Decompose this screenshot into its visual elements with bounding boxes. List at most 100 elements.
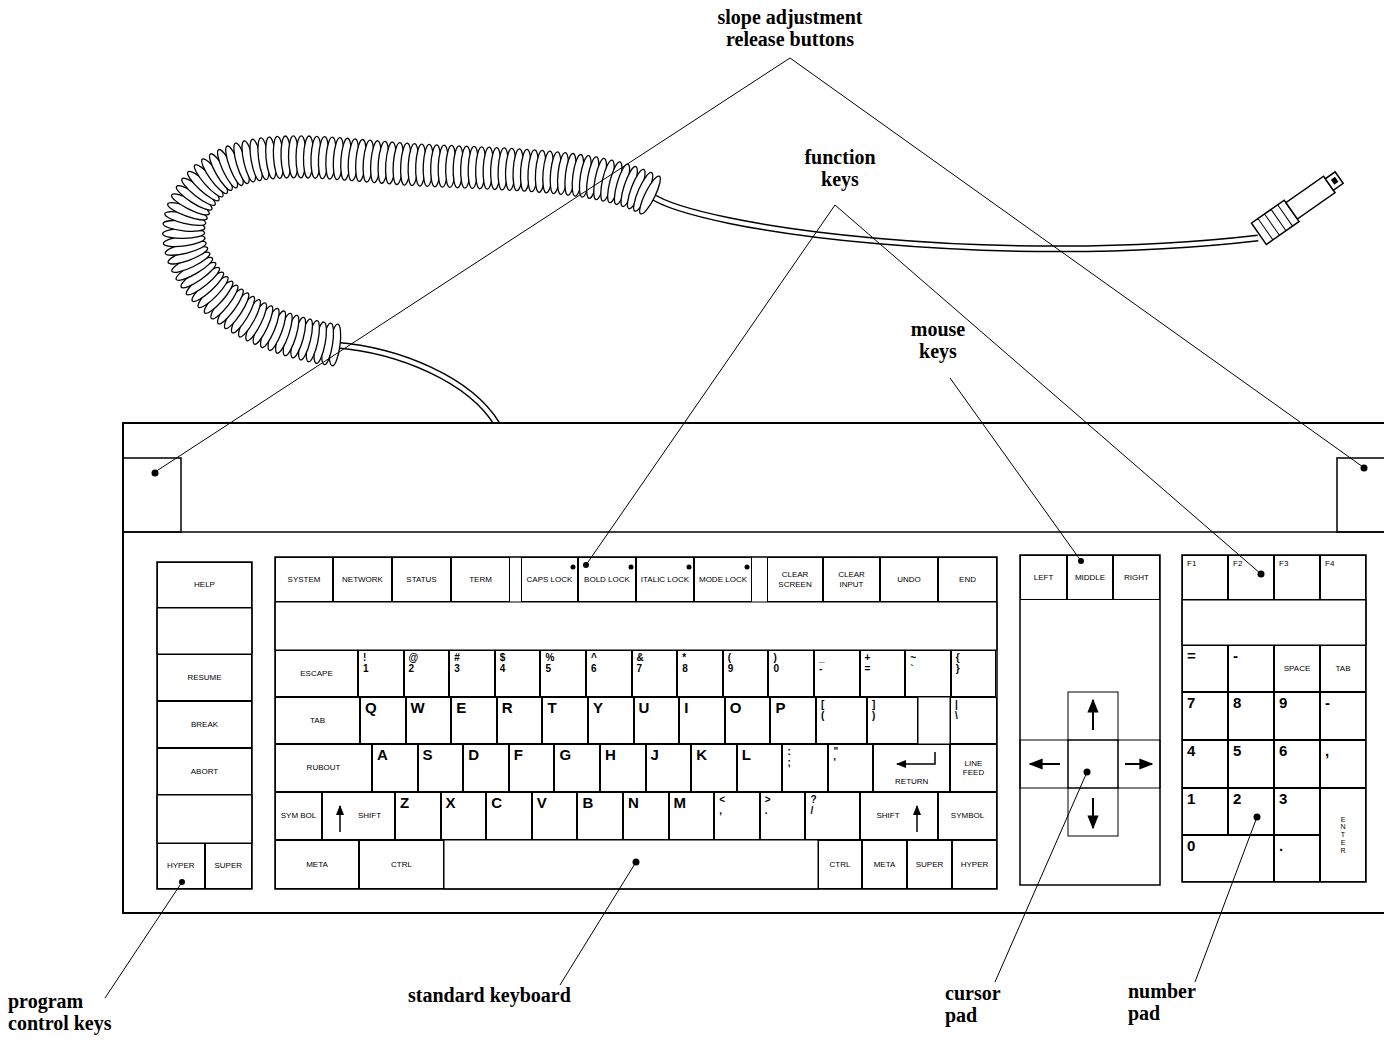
keyboard-key: RIGHT [1113, 555, 1160, 600]
keyboard-key: CLEAR SCREEN [767, 557, 823, 602]
key-legend: 4 [500, 664, 506, 675]
key-legend: SUPER [916, 860, 944, 869]
key-legend: I [684, 700, 688, 716]
key-legend: Q [365, 700, 377, 716]
blank-key [275, 602, 997, 650]
key-legend: CTRL [391, 860, 412, 869]
key-legend: [ [821, 700, 824, 711]
key-legend: ( [728, 653, 731, 664]
key-legend: META [306, 860, 328, 869]
key-legend: ; [787, 758, 790, 769]
key-legend: Z [400, 795, 409, 811]
key-legend: 6 [591, 664, 597, 675]
cursor-pad-keys [1020, 692, 1160, 836]
key-legend: 3 [1279, 791, 1287, 807]
key-legend: ( [821, 711, 824, 722]
keyboard-key: HELP [157, 562, 252, 608]
key-legend: RUBOUT [307, 763, 341, 772]
keyboard-key: O [725, 697, 771, 744]
key-legend: & [637, 653, 644, 664]
keyboard-key: - [1320, 692, 1366, 740]
key-legend: STATUS [406, 575, 436, 584]
keyboard-key: T [542, 697, 588, 744]
keyboard-key: 7 [1182, 692, 1228, 740]
key-legend: 1 [1187, 791, 1195, 807]
key-legend: ^ [591, 653, 597, 664]
key-legend: ] [872, 700, 875, 711]
keyboard-key: END [938, 557, 997, 602]
keyboard-key: <, [714, 792, 760, 840]
key-legend: , [1325, 743, 1329, 759]
keyboard-key: ENTER [1320, 788, 1366, 882]
key-legend: SYM BOL [281, 811, 317, 820]
key-legend: V [537, 795, 547, 811]
coil-ring [636, 174, 664, 216]
keyboard-key: . [1274, 835, 1320, 882]
key-legend: MIDDLE [1075, 573, 1105, 582]
key-legend: ' [833, 758, 835, 769]
keyboard-key: ^6 [586, 650, 632, 697]
keyboard-key: >. [760, 792, 806, 840]
keyboard-key: Q [360, 697, 406, 744]
keyboard-key: W [406, 697, 452, 744]
key-legend: $ [500, 653, 506, 664]
keyboard-key: F1 [1182, 555, 1228, 600]
key-legend: * [682, 653, 686, 664]
keyboard-key: - [1228, 645, 1274, 692]
keyboard-key: RUBOUT [275, 744, 372, 792]
key-legend: S [423, 747, 433, 763]
keyboard-key: @2 [404, 650, 450, 697]
key-legend: RIGHT [1124, 573, 1149, 582]
key-legend: " [833, 747, 838, 758]
keyboard-key: Y [588, 697, 634, 744]
leader-lines [105, 58, 1363, 998]
key-legend: B [582, 795, 593, 811]
key-legend: . [1279, 838, 1283, 854]
key-legend: @ [409, 653, 419, 664]
keyboard-key: TERM [451, 557, 510, 602]
key-legend: HYPER [167, 861, 195, 870]
key-legend: UNDO [897, 575, 921, 584]
keyboard-key: MIDDLE [1067, 555, 1113, 600]
blank-key [157, 608, 252, 654]
keyboard-key: 5 [1228, 740, 1274, 788]
key-legend: 9 [728, 664, 734, 675]
key-legend: F3 [1279, 559, 1288, 568]
keyboard-key: G [554, 744, 600, 792]
key-legend: ) [872, 711, 875, 722]
keyboard-key: BREAK [157, 701, 252, 748]
key-legend: 0 [773, 664, 779, 675]
keyboard-key: F2 [1228, 555, 1274, 600]
key-legend: : [787, 747, 790, 758]
keyboard-key: F4 [1320, 555, 1366, 600]
keyboard-key: 2 [1228, 788, 1274, 835]
key-legend: # [454, 653, 460, 664]
key-legend: L [742, 747, 751, 763]
key-legend: SHIFT [876, 811, 899, 820]
key-legend: P [775, 700, 785, 716]
keyboard-key: 8 [1228, 692, 1274, 740]
blank-key [918, 697, 950, 744]
keyboard-key: U [634, 697, 680, 744]
key-legend: ENTER [1340, 816, 1347, 854]
keyboard-key: R [497, 697, 543, 744]
key-legend: TAB [1336, 664, 1351, 673]
keyboard-key: A [372, 744, 418, 792]
keyboard-key: SHIFT [322, 792, 395, 840]
key-legend: C [491, 795, 502, 811]
callout-label: slope adjustment release buttons [695, 6, 885, 50]
keyboard-key: C [486, 792, 532, 840]
key-legend: END [959, 575, 976, 584]
keyboard-key: N [623, 792, 669, 840]
keyboard-key: ESCAPE [275, 650, 358, 697]
keyboard-key: LEFT [1020, 555, 1067, 600]
keyboard-key: P [770, 697, 816, 744]
keyboard-key: SHIFT [860, 792, 938, 840]
callout-label: mouse keys [893, 318, 983, 362]
keyboard-key: {} [951, 650, 996, 697]
key-legend: HYPER [961, 860, 989, 869]
key-legend: H [605, 747, 616, 763]
keyboard-key: ]) [867, 697, 918, 744]
key-legend: TERM [469, 575, 492, 584]
blank-key [444, 840, 818, 889]
